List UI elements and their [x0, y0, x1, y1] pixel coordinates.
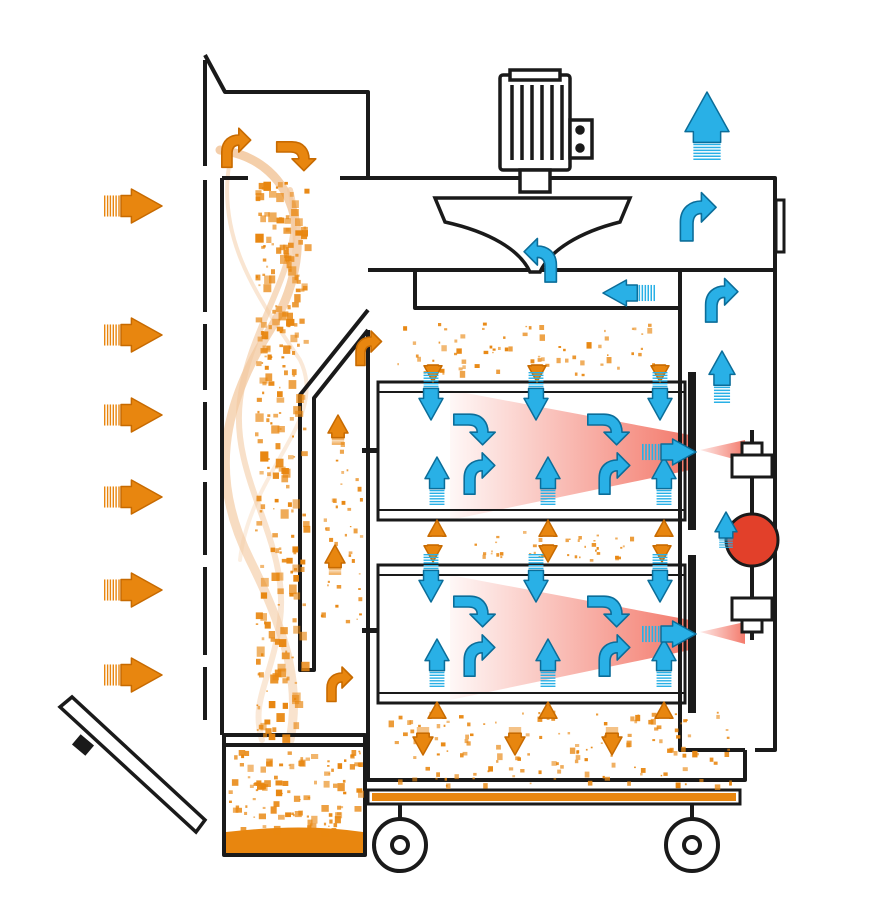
upper-filter-curve-4 [598, 451, 631, 496]
dust-particles [228, 181, 732, 837]
upper-filter-up-1 [424, 456, 450, 505]
dust-stub-top-3 [650, 364, 670, 383]
dust-stub-bottom-1 [427, 519, 447, 537]
lower-body [366, 330, 747, 782]
dirty-inlet-arrow-2 [104, 317, 163, 353]
valve-riser-arrow [714, 511, 738, 548]
dirty-inlet-arrow-4 [104, 479, 163, 515]
fan-motor [498, 68, 594, 194]
dust-stub-top-1 [423, 364, 443, 383]
pulse-cone-upper [450, 390, 690, 520]
dirty-inlet-arrow-6 [104, 657, 163, 693]
collection-tray [366, 788, 742, 806]
lower-filter-down-2 [523, 554, 549, 603]
valve-compartment [755, 270, 777, 752]
fan-outlet-curve-arrow [679, 191, 717, 242]
dust-baffle-column [320, 442, 364, 624]
dust-stub-top-6 [652, 544, 672, 563]
dust-stub-top-5 [538, 544, 558, 563]
access-door [57, 694, 208, 835]
clean-exhaust-arrow [684, 91, 730, 160]
diaphragm-valve-assembly [724, 430, 780, 640]
pulse-cone-lower [450, 575, 690, 700]
fall-arrow-3 [601, 727, 623, 756]
riser-curve-arrow [704, 277, 739, 323]
pulse-nozzle-cone-lower [700, 622, 745, 644]
caster-wheels [372, 804, 720, 873]
upper-filter-down-1 [418, 372, 444, 421]
fan-impeller [432, 196, 633, 274]
drawer-dust-pile [226, 827, 363, 853]
pulse-jet-cones [450, 390, 745, 700]
upper-filter-up-3 [651, 456, 677, 505]
fall-arrow-2 [504, 727, 526, 756]
dust-filter-top [397, 322, 655, 378]
lower-filter-up-2 [535, 638, 561, 687]
lower-filter-curve-2 [586, 595, 631, 628]
lower-filter-up-3 [651, 638, 677, 687]
upper-filter-up-2 [535, 456, 561, 505]
drawer-return-arrow [326, 666, 354, 703]
lower-filter-pulse-arrow [642, 620, 697, 648]
riser-up-arrow [708, 350, 736, 403]
lower-filter-curve-1 [452, 595, 497, 628]
dirty-inlet-arrow-3 [104, 397, 163, 433]
dust-drawer [222, 733, 367, 857]
dust-stub-bottom-5 [538, 701, 558, 719]
lower-filter-up-1 [424, 638, 450, 687]
rise-arrow-upper [327, 414, 349, 445]
dust-drawer [228, 750, 364, 837]
dust-pre-separator [255, 181, 312, 743]
upper-filter-curve-1 [452, 413, 497, 446]
lower-filter-curve-4 [598, 633, 631, 678]
lower-filter-down-1 [418, 554, 444, 603]
upper-filter-down-3 [647, 372, 673, 421]
lower-filter-curve-3 [463, 633, 496, 678]
dirty-inlet-arrow-5 [104, 572, 163, 608]
dust-stub-bottom-3 [654, 519, 674, 537]
upper-filter-pulse-arrow [642, 438, 697, 466]
swirl-arrow-left [221, 127, 252, 169]
dust-stub-bottom-6 [654, 701, 674, 719]
upper-filter-curve-3 [463, 451, 496, 496]
upper-filter-curve-2 [586, 413, 631, 446]
airflow-arrows [104, 91, 739, 756]
baffle-turn-arrow [355, 330, 383, 367]
dust-stub-top-4 [423, 544, 443, 563]
fan-shroud [413, 270, 682, 310]
dust-stub-bottom-2 [538, 519, 558, 537]
upper-filter-down-2 [523, 372, 549, 421]
dust-stub-bottom-4 [427, 701, 447, 719]
plenum-return-arrow [602, 279, 655, 307]
dirty-inlet-arrow-1 [104, 188, 163, 224]
valve-red-icon [724, 512, 780, 568]
swirl-arrow-right [275, 141, 317, 172]
dust-tray-zone [388, 710, 732, 790]
intake-louvres [199, 166, 211, 667]
side-handle [774, 198, 786, 254]
fan-inlet-curve-arrow [523, 237, 558, 283]
dust-stub-top-2 [527, 364, 547, 383]
rise-arrow-lower [324, 544, 346, 575]
lower-filter-down-3 [647, 554, 673, 603]
fall-arrow-1 [412, 727, 434, 756]
